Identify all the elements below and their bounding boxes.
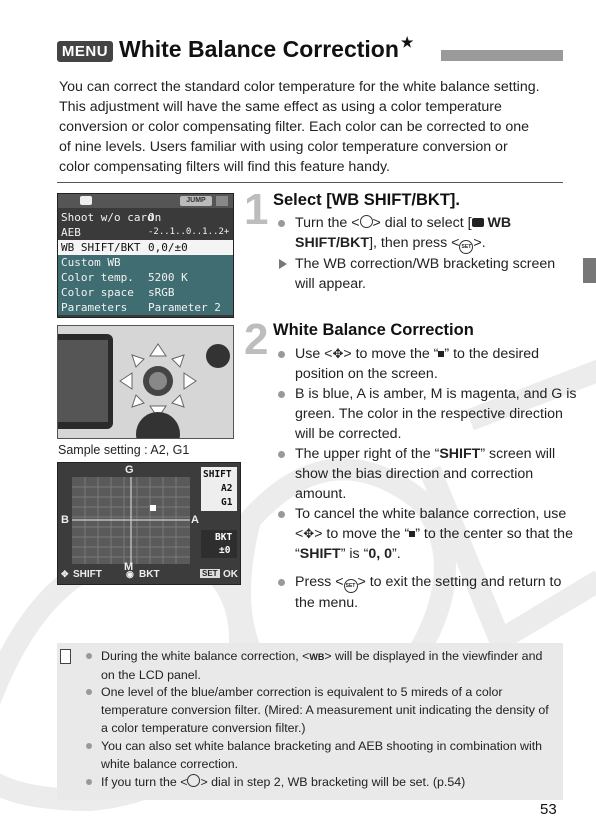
bkt-readout: BKT ±0 xyxy=(201,530,237,558)
amber-axis-label: A xyxy=(191,514,199,526)
step-title: White Balance Correction xyxy=(273,321,474,339)
jump-label: JUMP xyxy=(180,196,212,206)
step-bullet: Turn the <> dial to select [ WB SHIFT/BK… xyxy=(278,213,578,254)
lcd-menu-tabbar: JUMP xyxy=(58,194,233,208)
set-button-icon: SET xyxy=(459,240,474,254)
page-number: 53 xyxy=(540,801,557,818)
notes-box: During the white balance correction, <WB… xyxy=(57,643,563,800)
main-dial-icon xyxy=(187,774,201,787)
wb-shift-grid xyxy=(72,477,190,564)
wb-shift-icon: WB xyxy=(309,652,325,662)
lcd-menu-row: AEB-2..1..0..1..2+ xyxy=(61,226,230,239)
title-bar-decoration xyxy=(441,50,563,61)
intro-paragraph: You can correct the standard color tempe… xyxy=(59,79,540,175)
step-bullet: Press <SET> to exit the setting and retu… xyxy=(278,572,578,613)
step-number: 2 xyxy=(244,315,269,364)
note-item: One level of the blue/amber correction i… xyxy=(86,683,556,737)
dial-icon: ◉ xyxy=(126,569,134,579)
memo-icon xyxy=(60,649,71,664)
shift-readout: SHIFT A2 G1 xyxy=(201,467,237,511)
note-item: During the white balance correction, <WB… xyxy=(86,647,556,684)
set-button-icon: SET xyxy=(343,579,358,593)
step-bullet: Use <✥> to move the “” to the desired po… xyxy=(278,344,578,384)
magenta-axis-label: M xyxy=(124,561,134,573)
section-divider xyxy=(57,182,563,183)
playback-tab-icon xyxy=(216,196,228,206)
cross-keys-icon: ✥ xyxy=(332,346,344,361)
cross-keys-icon: ✥ xyxy=(61,569,69,579)
step-title: Select [WB SHIFT/BKT]. xyxy=(273,191,461,209)
blue-axis-label: B xyxy=(61,514,69,526)
cursor-square-icon xyxy=(409,531,416,537)
lcd-menu-row: Custom WB xyxy=(58,255,233,270)
note-item: You can also set white balance bracketin… xyxy=(86,737,556,773)
menu-badge: MENU xyxy=(57,41,113,62)
step-bullet: B is blue, A is amber, M is magenta, and… xyxy=(278,384,578,444)
cross-keys-icon: ✥ xyxy=(303,526,315,541)
step-bullet: To cancel the white balance correction, … xyxy=(278,504,578,564)
camera-back-photo xyxy=(57,325,234,439)
camera-menu-icon xyxy=(471,218,484,227)
green-axis-label: G xyxy=(125,464,134,476)
step-bullet: The upper right of the “SHIFT” screen wi… xyxy=(278,444,578,504)
wb-shift-footer: ✥ SHIFT ◉ BKT SET OK xyxy=(61,569,238,580)
camera-icon xyxy=(80,196,92,205)
star-icon: ★ xyxy=(400,34,414,50)
step-number: 1 xyxy=(244,185,269,234)
page-title: White Balance Correction★ xyxy=(119,34,414,62)
wb-shift-screen: G B A M SHIFT A2 G1 BKT ±0 ✥ SHIFT ◉ BKT… xyxy=(57,462,241,585)
main-dial-icon xyxy=(359,215,373,228)
note-item: If you turn the <> dial in step 2, WB br… xyxy=(86,773,556,791)
cursor-square-icon xyxy=(438,351,445,357)
sample-caption: Sample setting : A2, G1 xyxy=(58,443,190,457)
step-result: The WB correction/WB bracketing screen w… xyxy=(278,254,578,294)
chapter-tab xyxy=(583,258,596,283)
lcd-menu-row: Color temp.5200 K xyxy=(58,270,233,285)
